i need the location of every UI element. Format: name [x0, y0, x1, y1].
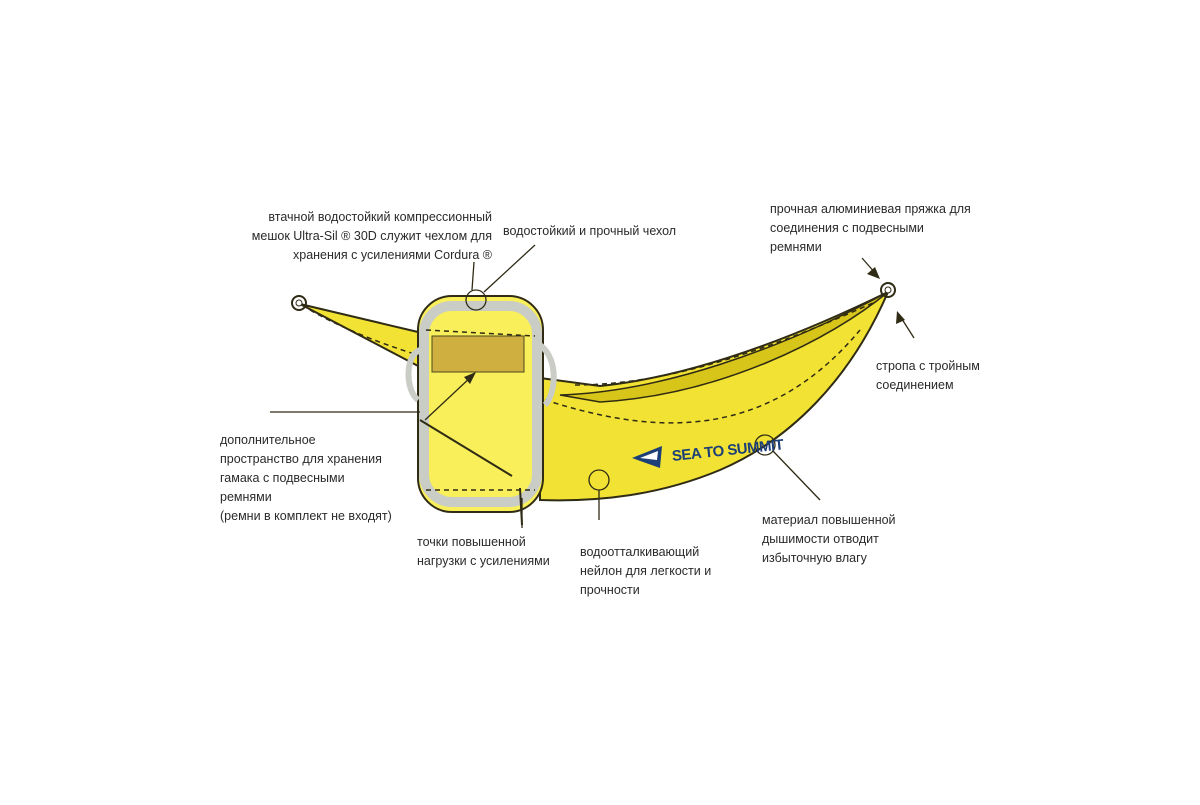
label-line: соединения с подвесными	[770, 221, 924, 235]
label-line: водоотталкивающий	[580, 545, 700, 559]
arrowheads	[464, 267, 905, 384]
leader-lines	[270, 244, 915, 528]
leader-storage-arrow	[424, 375, 473, 421]
label-line: втачной водостойкий компрессионный	[268, 210, 492, 224]
arrowhead-buckle	[867, 267, 880, 279]
label-line: прочная алюминиевая пряжка для	[770, 202, 971, 216]
label-line: хранения с усилениями Cordura ®	[293, 248, 492, 262]
right-aluminum-buckle	[880, 282, 896, 298]
arrowhead-storage	[464, 372, 476, 384]
label-line: точки повышенной	[417, 535, 526, 549]
label-line: ремнями	[220, 490, 272, 504]
label-line: дополнительное	[220, 433, 316, 447]
compression-sack	[405, 295, 557, 526]
label-line: (ремни в комплект не входят)	[220, 509, 392, 523]
label-line: материал повышенной	[762, 513, 896, 527]
sack-strap-frame	[419, 301, 542, 507]
label-line: нагрузки с усилениями	[417, 554, 550, 568]
label-line: пространство для хранения	[220, 452, 382, 466]
sack-cinch-strap	[419, 419, 513, 477]
label-triple-stitch: стропа с тройным соединением	[876, 357, 980, 395]
sack-side-loop-right	[537, 342, 557, 408]
label-compression-sack: втачной водостойкий компрессионный мешок…	[230, 208, 492, 265]
label-line: водостойкий и прочный чехол	[503, 224, 677, 238]
leader-sack-cover	[483, 244, 536, 293]
sack-storage-pocket	[431, 335, 525, 373]
label-line: ремнями	[770, 240, 822, 254]
label-aluminum-buckle: прочная алюминиевая пряжка для соединени…	[770, 200, 971, 257]
label-line: стропа с тройным	[876, 359, 980, 373]
label-line: мешок Ultra-Sil ® 30D служит чехлом для	[251, 229, 492, 243]
label-extra-storage: дополнительное пространство для хранения…	[220, 431, 392, 526]
marker-breathable	[754, 434, 776, 456]
leader-compression-sack	[471, 261, 475, 291]
label-line: гамака с подвесными	[220, 471, 345, 485]
hammock-seam-bottom	[544, 329, 861, 424]
label-line: дышимости отводит	[762, 532, 879, 546]
sack-body	[417, 295, 544, 513]
label-water-repellent-nylon: водоотталкивающий нейлон для легкости и …	[580, 543, 711, 600]
label-breathable-material: материал повышенной дышимости отводит из…	[762, 511, 896, 568]
leader-breathable	[772, 450, 821, 501]
sack-side-loop-left	[405, 347, 422, 403]
left-aluminum-buckle	[291, 295, 307, 311]
arrowhead-triple-stitch	[896, 311, 905, 324]
label-line: нейлон для легкости и	[580, 564, 712, 578]
label-waterproof-cover: водостойкий и прочный чехол	[503, 222, 676, 241]
label-line: соединением	[876, 378, 954, 392]
hammock-seam-left	[309, 309, 419, 356]
label-line: прочности	[580, 583, 640, 597]
marker-sack-cover	[465, 289, 487, 311]
brand-logo-mark	[632, 446, 662, 468]
label-reinforced-points: точки повышенной нагрузки с усилениями	[417, 533, 550, 571]
label-line: избыточную влагу	[762, 551, 867, 565]
sack-top-seam	[425, 329, 536, 337]
